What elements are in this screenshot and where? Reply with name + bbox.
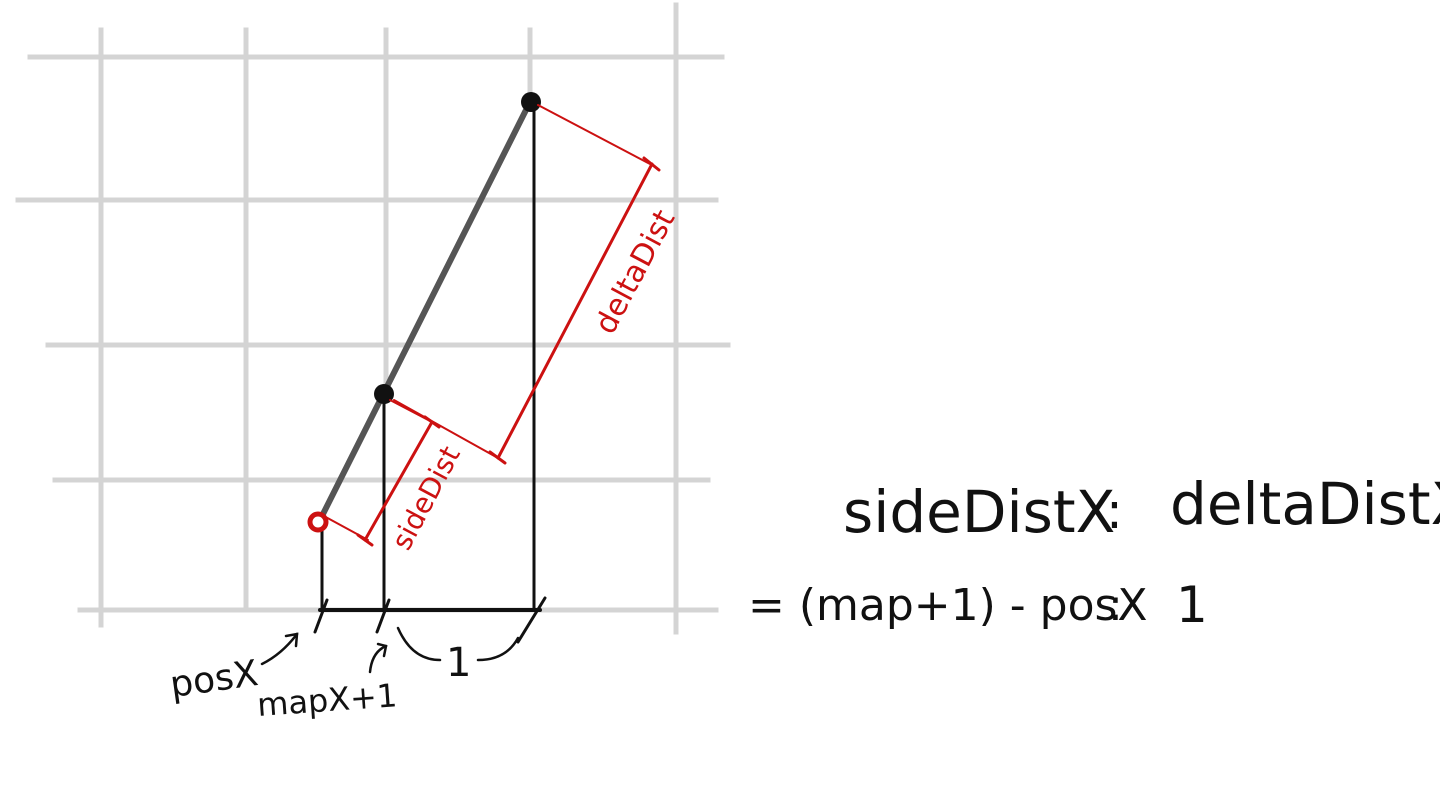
arrow-mapx1 bbox=[368, 644, 388, 674]
label-mapx1: mapX+1 bbox=[256, 676, 398, 724]
ratio-equation: sideDistX : deltaDistX = (map+1) - posX … bbox=[748, 470, 1440, 634]
deltadist-cap-1 bbox=[488, 450, 507, 465]
projection-lines bbox=[313, 103, 547, 644]
equation-line1-right: deltaDistX bbox=[1170, 470, 1440, 538]
equation-line2-left: = (map+1) - posX bbox=[748, 580, 1148, 631]
equation-line1-sep: : bbox=[1106, 482, 1123, 540]
tick-mapx1 bbox=[375, 598, 391, 634]
label-posx: posX bbox=[168, 653, 261, 706]
intersection-point-2 bbox=[521, 92, 541, 112]
sidedist-cap-1 bbox=[356, 533, 374, 547]
player-position-marker bbox=[307, 511, 329, 533]
label-sidedist: sideDist bbox=[385, 441, 467, 556]
intersection-point-1 bbox=[374, 384, 394, 404]
equation-line2-right: 1 bbox=[1176, 576, 1208, 634]
deltadist-cap-2 bbox=[642, 156, 661, 172]
deltadist-leader-1 bbox=[393, 399, 499, 459]
sidedist-arrow bbox=[363, 420, 434, 542]
label-arrows bbox=[260, 626, 520, 674]
arrow-posx-head bbox=[284, 632, 299, 648]
deltadist-measure bbox=[393, 104, 661, 465]
arrow-mapx1-head bbox=[376, 642, 388, 658]
brace-one-left bbox=[396, 626, 442, 662]
label-one: 1 bbox=[446, 640, 471, 686]
equation-line1-left: sideDistX bbox=[843, 478, 1115, 546]
ray-line bbox=[316, 97, 534, 525]
equation-line2-sep: : bbox=[1108, 580, 1123, 631]
deltadist-arrow bbox=[496, 162, 654, 460]
brace-one-right bbox=[476, 636, 520, 662]
tick-posx bbox=[313, 598, 329, 634]
deltadist-leader-2 bbox=[537, 104, 651, 165]
tick-next bbox=[516, 596, 547, 644]
arrow-posx bbox=[260, 632, 299, 666]
label-deltadist: deltaDist bbox=[588, 204, 682, 340]
